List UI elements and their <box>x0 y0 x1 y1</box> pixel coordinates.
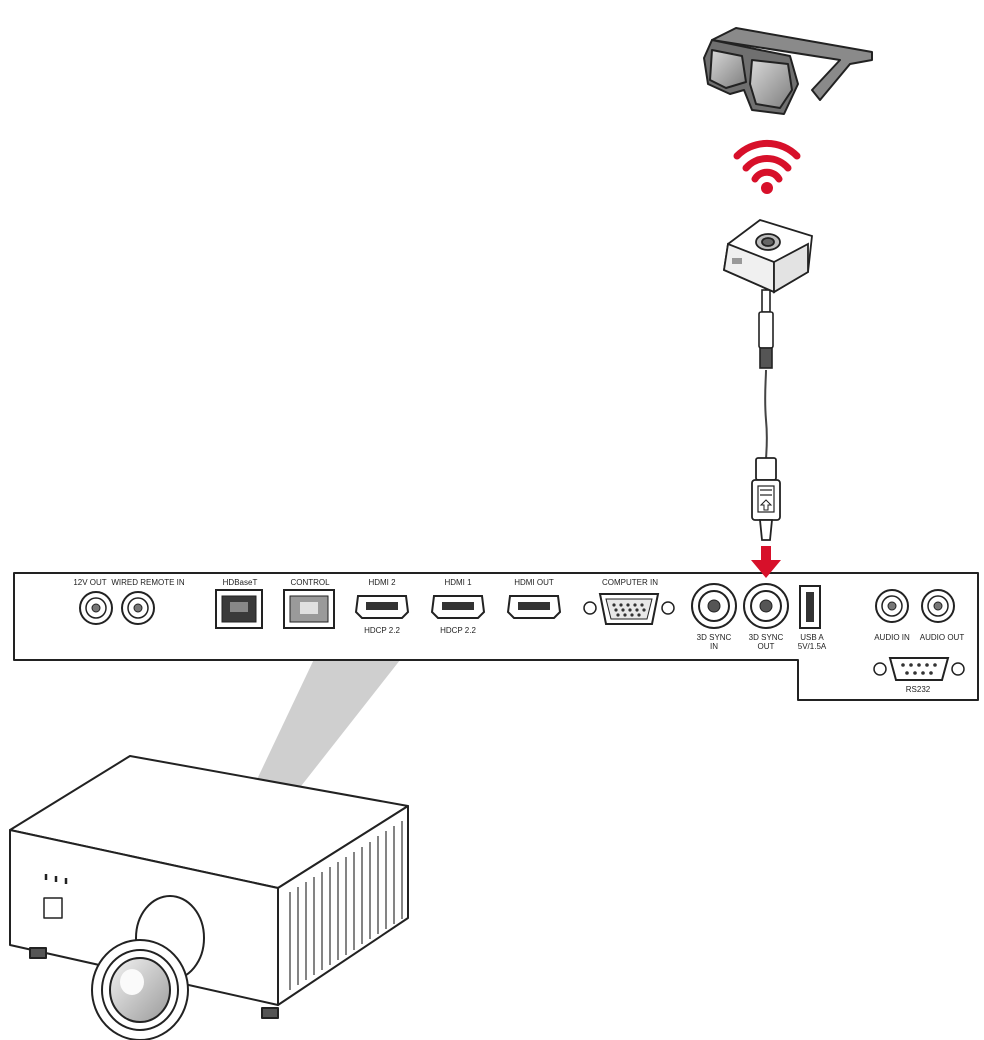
label-hdmi-2-hdcp: HDCP 2.2 <box>364 626 400 635</box>
port-audio-in <box>875 589 909 623</box>
label-usb-a: USB A <box>800 633 824 642</box>
label-hdbaset: HDBaseT <box>223 578 258 587</box>
label-hdmi-out: HDMI OUT <box>514 578 554 587</box>
port-12v-out <box>79 591 113 625</box>
connection-arrow-icon <box>751 546 781 578</box>
port-hdbaset <box>215 589 263 629</box>
label-hdmi-1-hdcp: HDCP 2.2 <box>440 626 476 635</box>
label-12v-out: 12V OUT <box>73 578 106 587</box>
label-3d-sync-out-1: 3D SYNC <box>749 633 784 642</box>
view-beam <box>252 655 404 790</box>
wireless-signal-icon <box>733 139 801 183</box>
port-wired-remote-in <box>121 591 155 625</box>
port-usb-a <box>799 585 821 629</box>
port-3d-sync-out <box>743 583 789 629</box>
label-wired-remote-in: WIRED REMOTE IN <box>111 578 185 587</box>
label-audio-out: AUDIO OUT <box>920 633 965 642</box>
label-rs232: RS232 <box>906 685 931 694</box>
rear-panel <box>13 572 979 701</box>
label-usb-power: 5V/1.5A <box>798 642 827 651</box>
label-control: CONTROL <box>290 578 330 587</box>
3d-glasses-icon <box>703 27 873 115</box>
port-control <box>283 589 335 629</box>
port-audio-out <box>921 589 955 623</box>
ir-emitter-icon <box>723 219 813 294</box>
port-rs232 <box>873 657 965 681</box>
label-3d-sync-in-1: 3D SYNC <box>697 633 732 642</box>
port-computer-in <box>583 593 675 625</box>
label-3d-sync-out-2: OUT <box>758 642 775 651</box>
label-hdmi-2: HDMI 2 <box>368 578 396 587</box>
mini-jack-plug <box>758 282 774 369</box>
wireless-dot <box>761 182 773 194</box>
label-computer-in: COMPUTER IN <box>602 578 658 587</box>
port-hdmi-2 <box>354 595 410 619</box>
label-hdmi-1: HDMI 1 <box>444 578 472 587</box>
projector-icon <box>9 755 409 1040</box>
label-audio-in: AUDIO IN <box>874 633 910 642</box>
label-3d-sync-in-2: IN <box>710 642 718 651</box>
port-hdmi-1 <box>430 595 486 619</box>
port-hdmi-out <box>506 595 562 619</box>
sync-cable <box>764 369 768 461</box>
bnc-plug <box>751 457 781 541</box>
port-3d-sync-in <box>691 583 737 629</box>
